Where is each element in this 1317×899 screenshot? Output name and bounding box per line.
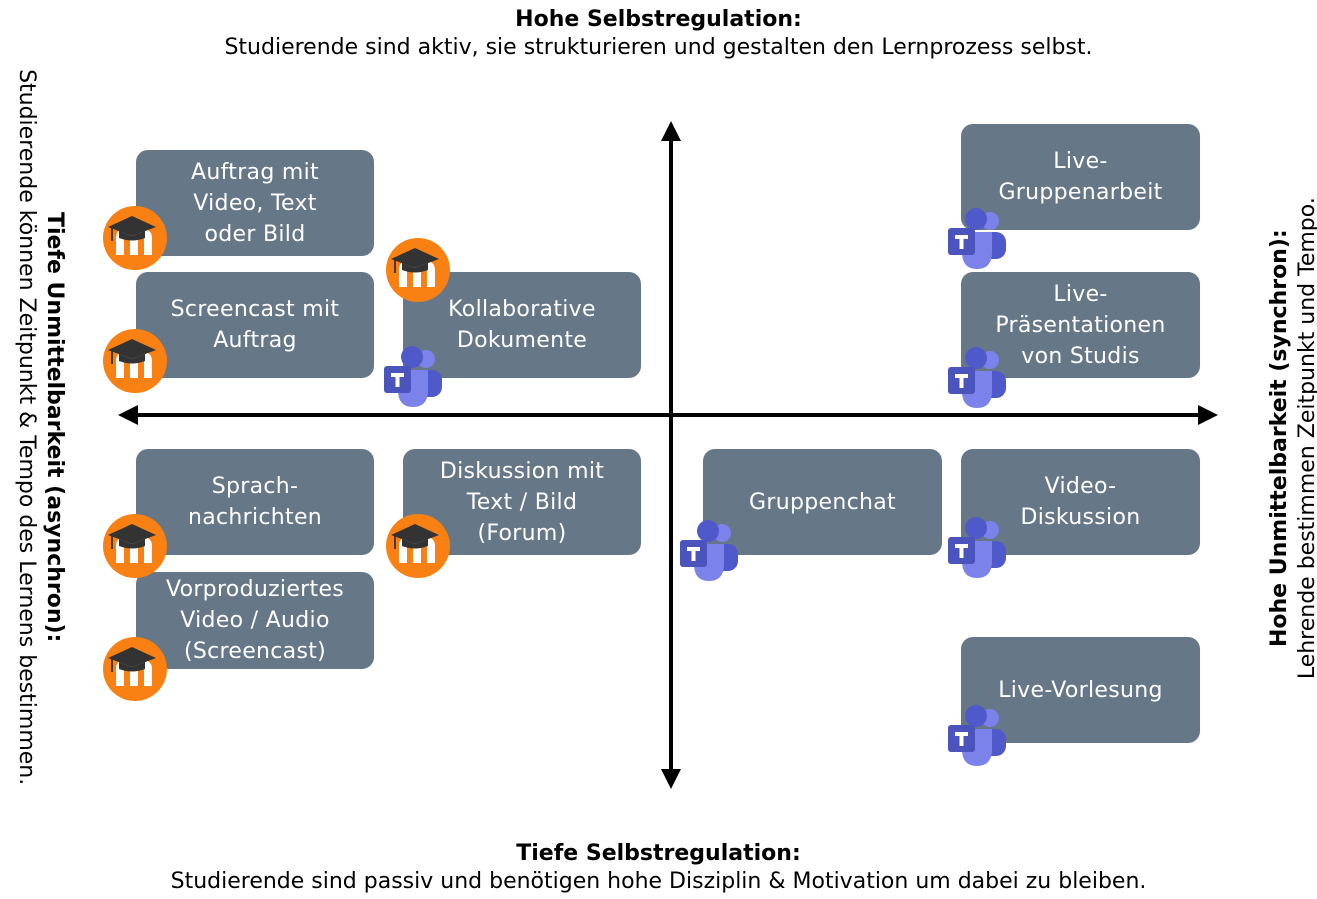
teams-icon bbox=[380, 344, 446, 410]
moodle-icon bbox=[385, 513, 451, 579]
arrow-up bbox=[661, 121, 681, 141]
bottom-axis-title: Tiefe Selbstregulation: bbox=[516, 841, 801, 866]
teams-icon bbox=[944, 515, 1010, 581]
card-screencast: Screencast mit Auftrag bbox=[136, 272, 374, 378]
bottom-axis-label: Tiefe Selbstregulation: Studierende sind… bbox=[0, 840, 1317, 895]
moodle-icon bbox=[102, 328, 168, 394]
moodle-icon bbox=[102, 205, 168, 271]
card-auftrag: Auftrag mit Video, Text oder Bild bbox=[136, 150, 374, 256]
top-axis-title: Hohe Selbstregulation: bbox=[515, 7, 802, 32]
card-vorproduziertes-video: Vorproduziertes Video / Audio (Screencas… bbox=[136, 572, 374, 669]
moodle-icon bbox=[102, 636, 168, 702]
teams-icon bbox=[944, 703, 1010, 769]
teams-icon bbox=[944, 345, 1010, 411]
arrow-right bbox=[1198, 405, 1218, 425]
teams-icon bbox=[944, 206, 1010, 272]
top-axis-label: Hohe Selbstregulation: Studierende sind … bbox=[0, 6, 1317, 61]
moodle-icon bbox=[102, 513, 168, 579]
card-video-diskussion: Video- Diskussion bbox=[961, 449, 1200, 555]
moodle-icon bbox=[385, 237, 451, 303]
arrow-left bbox=[118, 405, 138, 425]
card-live-gruppenarbeit: Live- Gruppenarbeit bbox=[961, 124, 1200, 230]
top-axis-subtitle: Studierende sind aktiv, sie strukturiere… bbox=[224, 34, 1093, 60]
card-diskussion-forum: Diskussion mit Text / Bild (Forum) bbox=[403, 449, 641, 555]
card-gruppenchat: Gruppenchat bbox=[703, 449, 942, 555]
arrow-down bbox=[661, 769, 681, 789]
card-live-praesentationen: Live- Präsentationen von Studis bbox=[961, 272, 1200, 378]
card-live-vorlesung: Live-Vorlesung bbox=[961, 637, 1200, 743]
card-sprachnachrichten: Sprach- nachrichten bbox=[136, 449, 374, 555]
teams-icon bbox=[676, 518, 742, 584]
bottom-axis-subtitle: Studierende sind passiv und benötigen ho… bbox=[170, 868, 1147, 894]
